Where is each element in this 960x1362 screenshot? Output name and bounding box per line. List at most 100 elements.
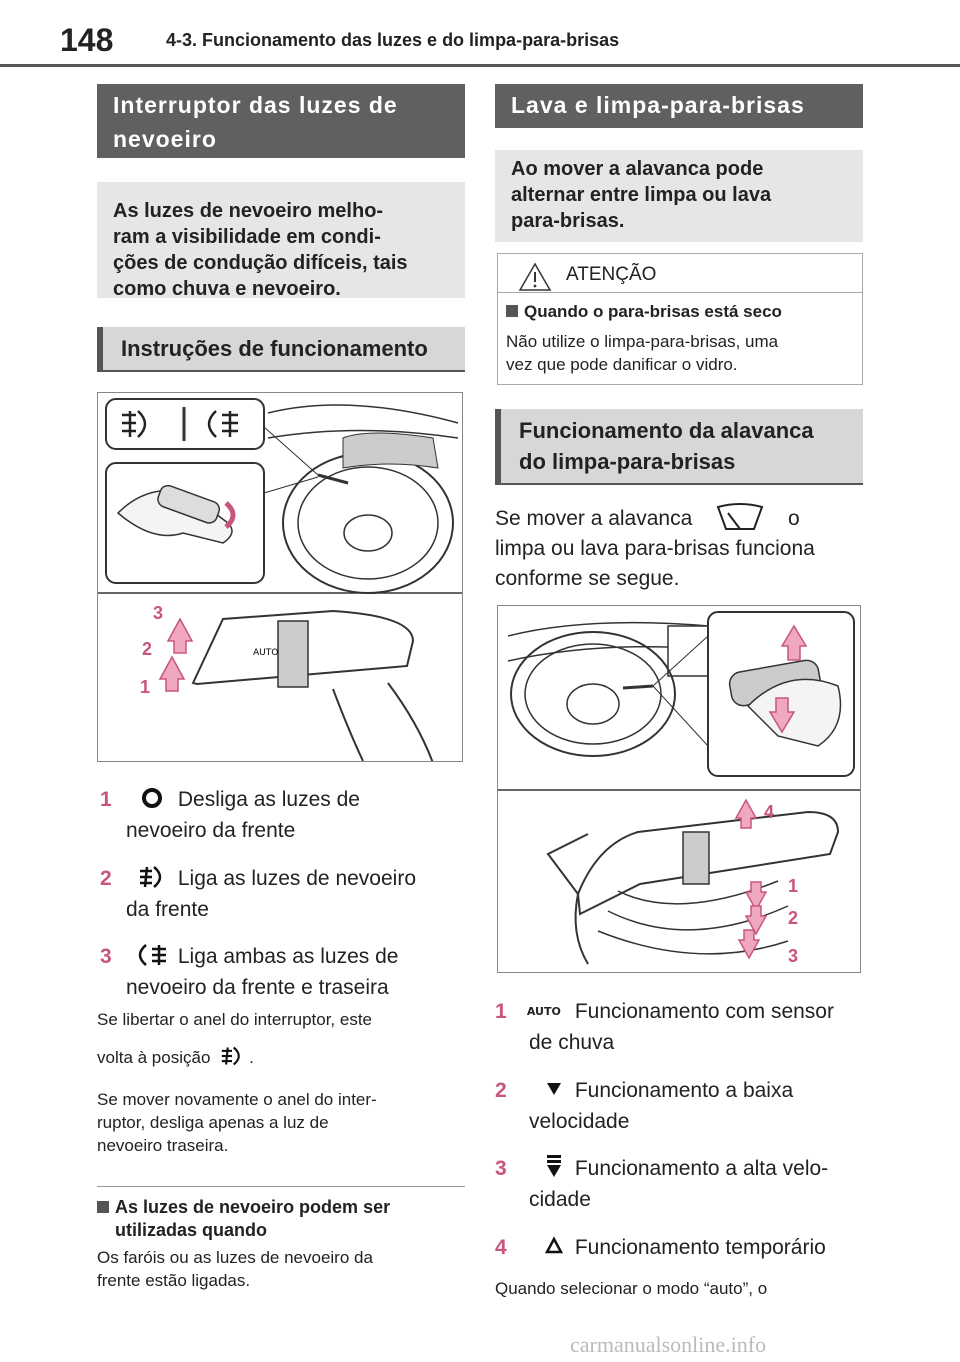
fog-item-1: 1 Desliga as luzes de nevoeiro da frente	[100, 784, 470, 846]
low-speed-icon	[546, 1083, 561, 1095]
wiper-item-2: 2 Funcionamento a baixa velocidade	[495, 1075, 865, 1137]
divider	[97, 1186, 465, 1187]
auto-icon: AUTO	[526, 1005, 561, 1018]
body-text: conforme se segue.	[495, 567, 680, 590]
intro-line: como chuva e nevoeiro.	[113, 278, 341, 300]
intro-line: Ao mover a alavanca pode	[511, 158, 764, 180]
fig-label-3: 3	[153, 603, 163, 623]
item-number: 2	[100, 867, 112, 890]
item-number: 4	[495, 1236, 507, 1259]
wiper-lever-figure: 4 1 2 3	[497, 605, 861, 973]
rear-fog-icon	[138, 944, 166, 966]
fig-label-4: 4	[764, 802, 774, 822]
fig-label-2: 2	[788, 908, 798, 928]
note-release-ring: Se libertar o anel do interruptor, este …	[97, 1008, 467, 1069]
wiper-item-4: 4 Funcionamento temporário	[495, 1232, 865, 1263]
bullet-square-icon	[506, 305, 518, 317]
condition-text: Os faróis ou as luzes de nevoeiro da fre…	[97, 1246, 467, 1292]
wiper-item-1: 1 AUTO Funcionamento com sensor de chuva	[495, 996, 865, 1058]
caution-divider	[498, 292, 862, 293]
item-number: 2	[495, 1079, 507, 1102]
header-rule	[0, 64, 960, 67]
fig-label-1: 1	[140, 677, 150, 697]
subsection-title-wiper-lever: Funcionamento da alavanca do limpa-para-…	[495, 409, 863, 485]
mist-icon	[544, 1236, 563, 1254]
item-text: nevoeiro da frente	[126, 819, 296, 842]
intro-box-washer: Ao mover a alavanca pode alternar entre …	[495, 150, 863, 242]
fog-switch-figure: AUTO 3 2 1	[97, 392, 463, 764]
item-text: Funcionamento temporário	[574, 1236, 826, 1259]
section-title-fog-lights: Interruptor das luzes de nevoeiro	[97, 84, 465, 158]
note-text: Se libertar o anel do interruptor, este	[97, 1010, 372, 1029]
item-text: Desliga as luzes de	[177, 788, 360, 811]
condition-title: As luzes de nevoeiro podem ser utilizada…	[97, 1196, 467, 1242]
intro-line: para-brisas.	[511, 210, 625, 232]
body-text: Se mover a alavanca	[495, 507, 693, 530]
caution-heading-text: Quando o para-brisas está seco	[524, 302, 782, 321]
condition-title-text: As luzes de nevoeiro podem ser	[115, 1197, 391, 1217]
condition-title-text: utilizadas quando	[115, 1220, 268, 1240]
front-fog-icon	[122, 410, 147, 438]
fog-item-3: 3 Liga ambas as luzes de nevoeiro da fre…	[100, 941, 470, 1003]
note-text: ruptor, desliga apenas a luz de	[97, 1113, 329, 1132]
page-number: 148	[60, 22, 114, 58]
subsection-title-instructions: Instruções de funcionamento	[97, 327, 465, 372]
condition-line: Os faróis ou as luzes de nevoeiro da	[97, 1248, 373, 1267]
subsection-line: Funcionamento da alavanca	[519, 418, 814, 443]
wiper-item-3: 3 Funcionamento a alta velo- cidade	[495, 1153, 865, 1215]
warning-triangle-icon	[518, 262, 552, 291]
caution-line: vez que pode danificar o vidro.	[506, 355, 738, 374]
fig-label-1: 1	[788, 876, 798, 896]
subsection-line: do limpa-para-brisas	[519, 449, 736, 474]
chapter-title: 4-3. Funcionamento das luzes e do limpa-…	[166, 30, 620, 50]
bullet-square-icon	[97, 1201, 109, 1213]
fog-switch-illustration: AUTO 3 2 1	[98, 398, 462, 764]
caution-line: Não utilize o limpa-para-brisas, uma	[506, 332, 779, 351]
item-text: Funcionamento com sensor	[574, 1000, 834, 1023]
high-speed-icon	[546, 1155, 561, 1177]
fig-label-3: 3	[788, 946, 798, 966]
wiper-lever-illustration: 4 1 2 3	[498, 611, 860, 966]
note-text: volta à posição	[97, 1048, 211, 1067]
intro-line: ram a visibilidade em condi-	[113, 226, 381, 248]
item-text: de chuva	[529, 1031, 615, 1054]
tail-text: Quando selecionar o modo “auto”, o	[495, 1279, 768, 1298]
item-text: nevoeiro da frente e traseira	[126, 976, 389, 999]
body-text: limpa ou lava para-brisas funciona	[495, 537, 815, 560]
note-text: .	[249, 1048, 254, 1067]
intro-line: alternar entre limpa ou lava	[511, 184, 772, 206]
fog-off-icon	[141, 788, 162, 808]
note-text: Se mover novamente o anel do inter-	[97, 1090, 377, 1109]
section-title-washer: Lava e limpa-para-brisas	[495, 84, 863, 128]
item-text: velocidade	[529, 1110, 630, 1133]
item-text: cidade	[529, 1188, 591, 1211]
caution-text: Não utilize o limpa-para-brisas, uma vez…	[506, 330, 856, 376]
item-text: Funcionamento a alta velo-	[574, 1157, 829, 1180]
note-text: nevoeiro traseira.	[97, 1136, 229, 1155]
caution-heading: Quando o para-brisas está seco	[506, 302, 782, 322]
item-text: Liga ambas as luzes de	[177, 945, 399, 968]
caution-title: ATENÇÃO	[566, 264, 657, 285]
watermark: carmanualsonline.info	[570, 1332, 767, 1357]
fog-item-2: 2 Liga as luzes de nevoeiro da frente	[100, 863, 470, 925]
wiper-intro-text: Se mover a alavanca o limpa ou lava para…	[495, 503, 865, 594]
item-number: 3	[100, 945, 112, 968]
item-text: da frente	[126, 898, 209, 921]
front-fog-icon	[139, 866, 162, 888]
body-text: o	[787, 507, 800, 530]
note-move-ring: Se mover novamente o anel do inter- rupt…	[97, 1088, 467, 1157]
front-fog-icon	[221, 1046, 240, 1066]
intro-box-fog: As luzes de nevoeiro melho- ram a visibi…	[97, 182, 465, 300]
item-text: Liga as luzes de nevoeiro	[177, 867, 417, 890]
item-number: 3	[495, 1157, 507, 1180]
rear-fog-icon	[207, 410, 238, 438]
intro-line: As luzes de nevoeiro melho-	[113, 200, 384, 222]
intro-line: ções de condução difíceis, tais	[113, 252, 408, 274]
condition-line: frente estão ligadas.	[97, 1271, 251, 1290]
caution-box: ATENÇÃO Quando o para-brisas está seco N…	[497, 253, 863, 385]
lever-auto-text: AUTO	[253, 648, 278, 658]
item-text: Funcionamento a baixa	[574, 1079, 794, 1102]
item-number: 1	[100, 788, 112, 811]
item-number: 1	[495, 1000, 507, 1023]
fig-label-2: 2	[142, 639, 152, 659]
